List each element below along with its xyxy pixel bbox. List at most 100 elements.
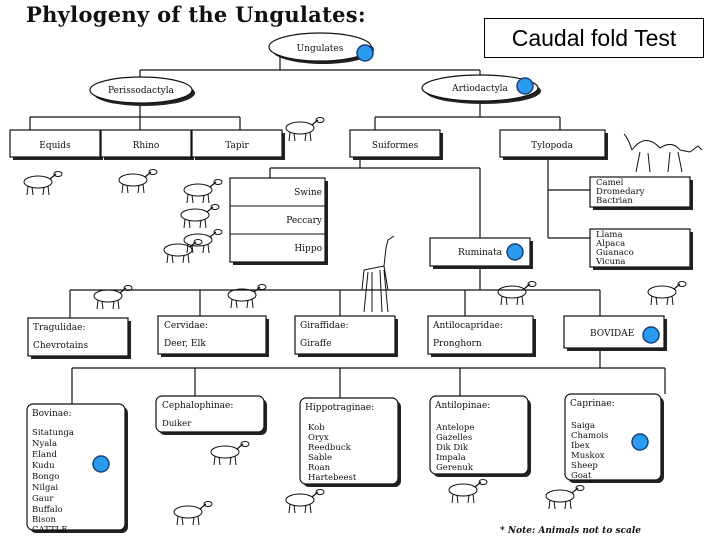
bovidae-label: BOVIDAE xyxy=(590,329,634,339)
caudal-fold-test-label: Caudal fold Test xyxy=(484,18,704,58)
hippo-icon xyxy=(163,238,203,264)
node-antilopinae: Antilopinae: Antelope Gazelles Dik Dik I… xyxy=(429,395,531,477)
bison-label: Bison xyxy=(32,515,56,525)
node-peccary-label: Peccary xyxy=(286,216,323,226)
blue-markers xyxy=(92,44,660,473)
llama-icon xyxy=(647,280,687,306)
pig-icon xyxy=(180,203,220,229)
pronghorn-icon xyxy=(497,280,537,306)
peccary-icon xyxy=(183,228,223,254)
ibex-label: Ibex xyxy=(571,441,590,451)
chevrotains-label: Chevrotains xyxy=(33,341,88,351)
node-perissodactyla: Perissodactyla xyxy=(89,76,195,106)
oryx-label: Oryx xyxy=(308,433,329,443)
nilgai-label: Nilgai xyxy=(32,483,58,493)
duiker-label: Duiker xyxy=(162,419,192,429)
marker-bovinae xyxy=(92,455,110,473)
ibex-icon xyxy=(285,488,325,514)
node-tylopoda-camels: Camel Dromedary Bactrian xyxy=(589,176,693,210)
giraffidae-label: Giraffidae: xyxy=(300,321,349,331)
node-antilocapridae: Antilocapridae: Pronghorn xyxy=(427,315,536,357)
giraffe-icon xyxy=(361,235,395,313)
gaur-label: Gaur xyxy=(32,494,54,504)
kob-label: Kob xyxy=(308,423,325,433)
goat-label: Goat xyxy=(571,471,592,481)
node-ungulates: Ungulates xyxy=(268,32,374,64)
ram-icon xyxy=(545,484,585,510)
node-rhino: Rhino xyxy=(100,129,194,160)
node-tapir: Tapir xyxy=(191,129,285,160)
node-ungulates-label: Ungulates xyxy=(297,44,344,54)
cattle-label: CATTLE xyxy=(32,525,68,535)
node-suiformes-label: Suiformes xyxy=(372,141,419,151)
deer-elk-label: Deer, Elk xyxy=(164,339,206,349)
node-tragulidae: Tragulidae: Chevrotains xyxy=(27,317,131,359)
pronghorn-label: Pronghorn xyxy=(433,339,482,349)
gerenuk-label: Gerenuk xyxy=(436,463,474,473)
marker-artiodactyla xyxy=(516,77,534,95)
hartebeest-label: Hartebeest xyxy=(308,473,357,483)
marker-ruminata xyxy=(506,243,524,261)
node-equids: Equids xyxy=(9,129,103,160)
bongo-label: Bongo xyxy=(32,472,59,482)
node-suiformes-members: Swine Peccary Hippo xyxy=(229,177,328,265)
node-cervidae: Cervidae: Deer, Elk xyxy=(157,315,269,357)
gazelles-label: Gazelles xyxy=(436,433,472,443)
node-bovinae: Bovinae: Sitatunga Nyala Eland Kudu Bong… xyxy=(26,403,128,535)
gazelle-icon xyxy=(448,478,488,504)
node-tylopoda-llamas: Llama Alpaca Guanaco Vicuna xyxy=(589,228,693,270)
guanaco-label: Guanaco xyxy=(596,248,634,258)
roan-label: Roan xyxy=(308,463,331,473)
node-tapir-label: Tapir xyxy=(225,141,249,151)
node-tylopoda-label: Tylopoda xyxy=(531,141,573,151)
eland-label: Eland xyxy=(32,450,57,460)
tree-connectors xyxy=(29,56,666,404)
page-title: Phylogeny of the Ungulates: xyxy=(26,2,366,27)
llama-label: Llama xyxy=(596,230,623,240)
cattle-icon xyxy=(173,500,213,526)
node-caprinae: Caprinae: Saiga Chamois Ibex Muskox Shee… xyxy=(564,393,664,483)
chevrotain-icon xyxy=(93,284,133,310)
duiker-icon xyxy=(210,440,250,466)
node-artiodactyla-label: Artiodactyla xyxy=(451,84,508,94)
alpaca-label: Alpaca xyxy=(595,239,625,249)
giraffe-label: Giraffe xyxy=(300,339,331,349)
camel-label: Camel xyxy=(596,178,624,188)
node-artiodactyla: Artiodactyla xyxy=(421,74,541,104)
caprinae-label: Caprinae: xyxy=(570,399,615,409)
node-perissodactyla-label: Perissodactyla xyxy=(108,86,175,96)
cephalophinae-label: Cephalophinae: xyxy=(162,401,233,411)
buffalo-label: Buffalo xyxy=(32,505,63,515)
sitatunga-label: Sitatunga xyxy=(32,428,74,438)
dik-dik-label: Dik Dik xyxy=(436,443,469,453)
vicuna-label: Vicuna xyxy=(595,257,625,267)
kudu-label: Kudu xyxy=(32,461,55,471)
bear-icon xyxy=(285,116,325,142)
antelope-label: Antelope xyxy=(435,423,474,433)
node-hippotraginae: Hippotraginae: Kob Oryx Reedbuck Sable R… xyxy=(299,397,401,487)
chamois-label: Chamois xyxy=(571,431,608,441)
node-swine-label: Swine xyxy=(294,188,322,198)
dromedary-label: Dromedary xyxy=(596,187,645,197)
node-rhino-label: Rhino xyxy=(133,141,160,151)
bovinae-label: Bovinae: xyxy=(32,409,72,419)
rhino-icon xyxy=(118,168,158,194)
antilopinae-label: Antilopinae: xyxy=(434,401,490,411)
node-ruminata-label: Ruminata xyxy=(458,248,503,258)
tapir-icon xyxy=(183,178,223,204)
reedbuck-label: Reedbuck xyxy=(308,443,352,453)
muskox-label: Muskox xyxy=(571,451,605,461)
antilocapridae-label: Antilocapridae: xyxy=(432,321,503,331)
hippotraginae-label: Hippotraginae: xyxy=(305,403,374,413)
bactrian-label: Bactrian xyxy=(596,196,633,206)
camel-icon xyxy=(623,133,703,173)
scale-note: * Note: Animals not to scale xyxy=(500,526,641,536)
node-hippo-label: Hippo xyxy=(294,244,322,254)
node-tylopoda: Tylopoda xyxy=(499,129,608,160)
animal-illustrations xyxy=(23,116,703,526)
marker-ungulates xyxy=(356,44,374,62)
saiga-label: Saiga xyxy=(571,421,595,431)
marker-bovidae xyxy=(642,326,660,344)
impala-label: Impala xyxy=(436,453,466,463)
